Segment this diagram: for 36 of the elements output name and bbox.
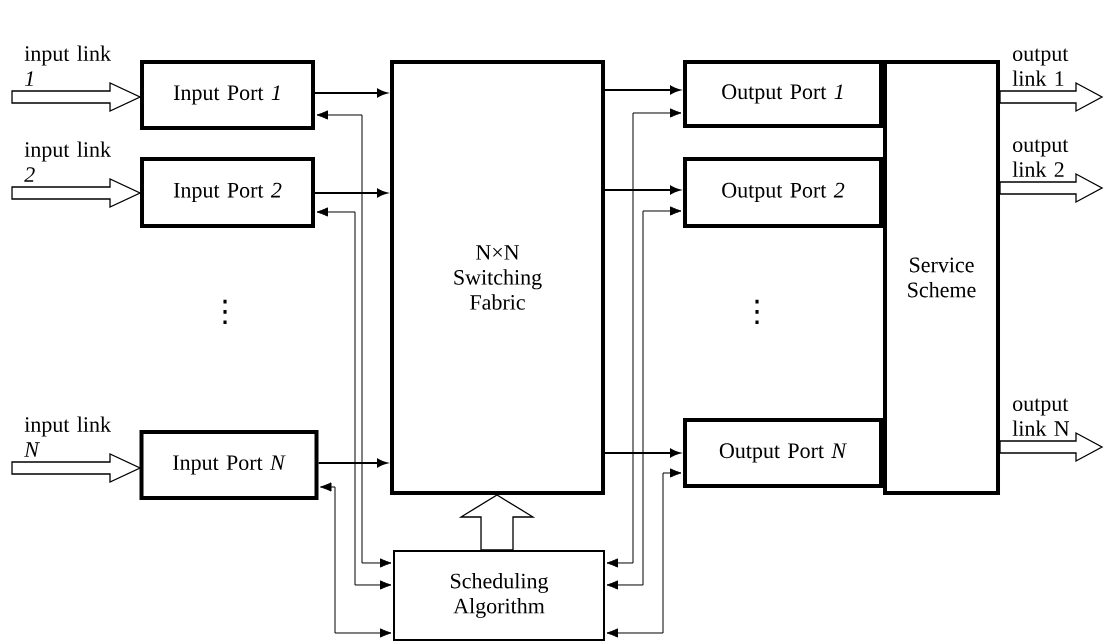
- arrow: [316, 110, 392, 568]
- arrow: [605, 85, 680, 95]
- port-box: Input Port 2: [140, 157, 315, 228]
- arrow: [315, 188, 387, 198]
- edge-label: input link 2: [24, 141, 111, 182]
- edge-label: output link 1: [1012, 48, 1069, 86]
- arrow: [605, 185, 680, 195]
- arrow: [316, 207, 392, 590]
- arrow: [318, 458, 387, 468]
- hollow-arrow: [11, 177, 142, 208]
- hollow-arrow: [999, 172, 1104, 204]
- hollow-arrow: [999, 431, 1104, 463]
- hollow-arrow: [999, 81, 1104, 113]
- arrow: [605, 448, 680, 458]
- hollow-arrow: [11, 452, 142, 483]
- arrow: [315, 88, 387, 98]
- arrow: [606, 108, 682, 568]
- port-box: Input Port 1: [140, 60, 315, 130]
- edge-label: output link N: [1012, 398, 1070, 436]
- edge-label: input link 1: [24, 45, 111, 86]
- port-box: Input Port N: [139, 430, 319, 500]
- service-scheme-box: Service Scheme: [883, 60, 1000, 495]
- edge-label: input link N: [24, 416, 111, 457]
- edge-label: output link 2: [1012, 139, 1069, 177]
- arrow: [320, 482, 392, 638]
- scheduler-box: Scheduling Algorithm: [393, 550, 605, 641]
- ellipsis: ⋮: [223, 299, 227, 325]
- port-box: Output Port N: [683, 418, 883, 488]
- hollow-arrow: [11, 81, 142, 112]
- port-box: Output Port 1: [683, 60, 883, 128]
- arrow: [606, 468, 682, 638]
- arrow: [606, 206, 682, 590]
- port-box: Output Port 2: [683, 157, 883, 228]
- ellipsis: ⋮: [755, 299, 759, 325]
- switching-fabric-box: N×N Switching Fabric: [390, 60, 605, 495]
- hollow-arrow: [458, 494, 536, 551]
